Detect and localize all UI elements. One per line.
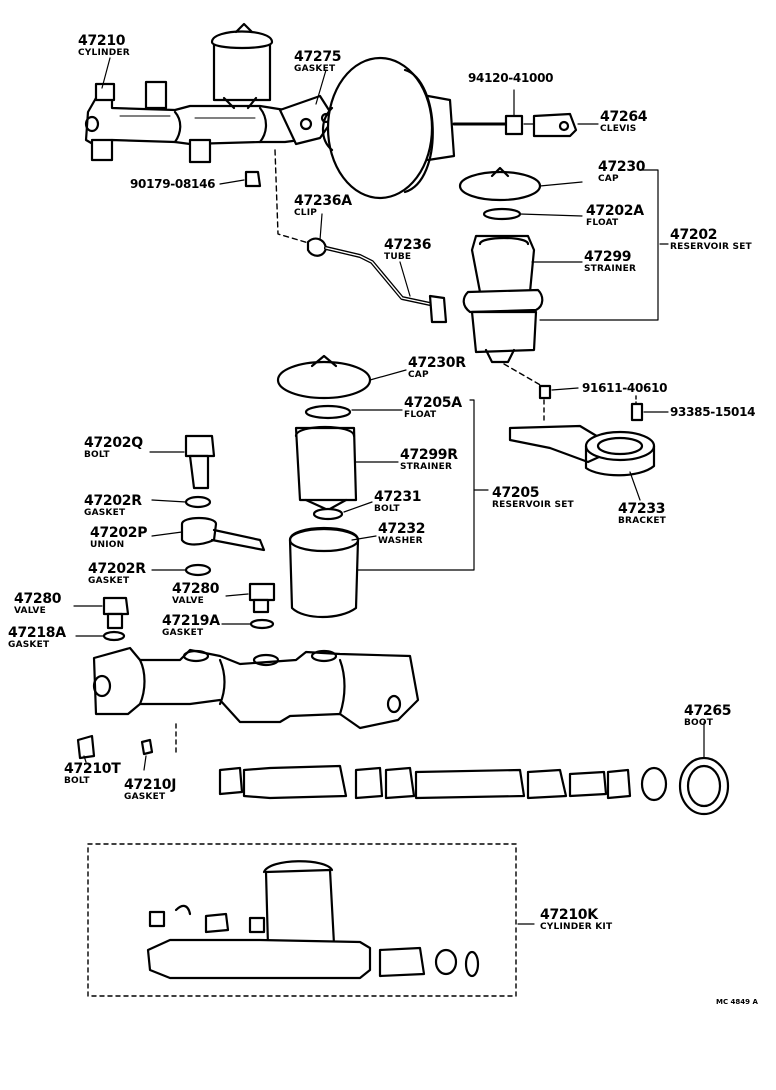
label-93385: 93385-15014	[670, 405, 756, 419]
diagram-code: MC 4849 A	[716, 998, 758, 1006]
valve-parts	[102, 582, 276, 642]
clevis-part	[504, 112, 599, 138]
reservoir-set-47202	[458, 166, 544, 364]
leader-lines	[73, 57, 705, 925]
union-bolt-assembly	[180, 434, 266, 577]
small-bolt-90179	[244, 170, 262, 188]
bracket-47233	[508, 384, 656, 477]
label-94120: 94120-41000	[468, 71, 554, 85]
cylinder-kit-47210K	[87, 843, 517, 997]
reservoir-set-47205	[276, 354, 372, 618]
brake-booster	[321, 56, 512, 200]
master-cylinder-top	[84, 22, 336, 164]
master-cylinder-lower	[76, 646, 420, 760]
piston-assembly	[218, 756, 730, 816]
label-90179: 90179-08146	[130, 177, 216, 191]
tube-and-clip	[306, 237, 448, 324]
label-91611: 91611-40610	[582, 381, 668, 395]
